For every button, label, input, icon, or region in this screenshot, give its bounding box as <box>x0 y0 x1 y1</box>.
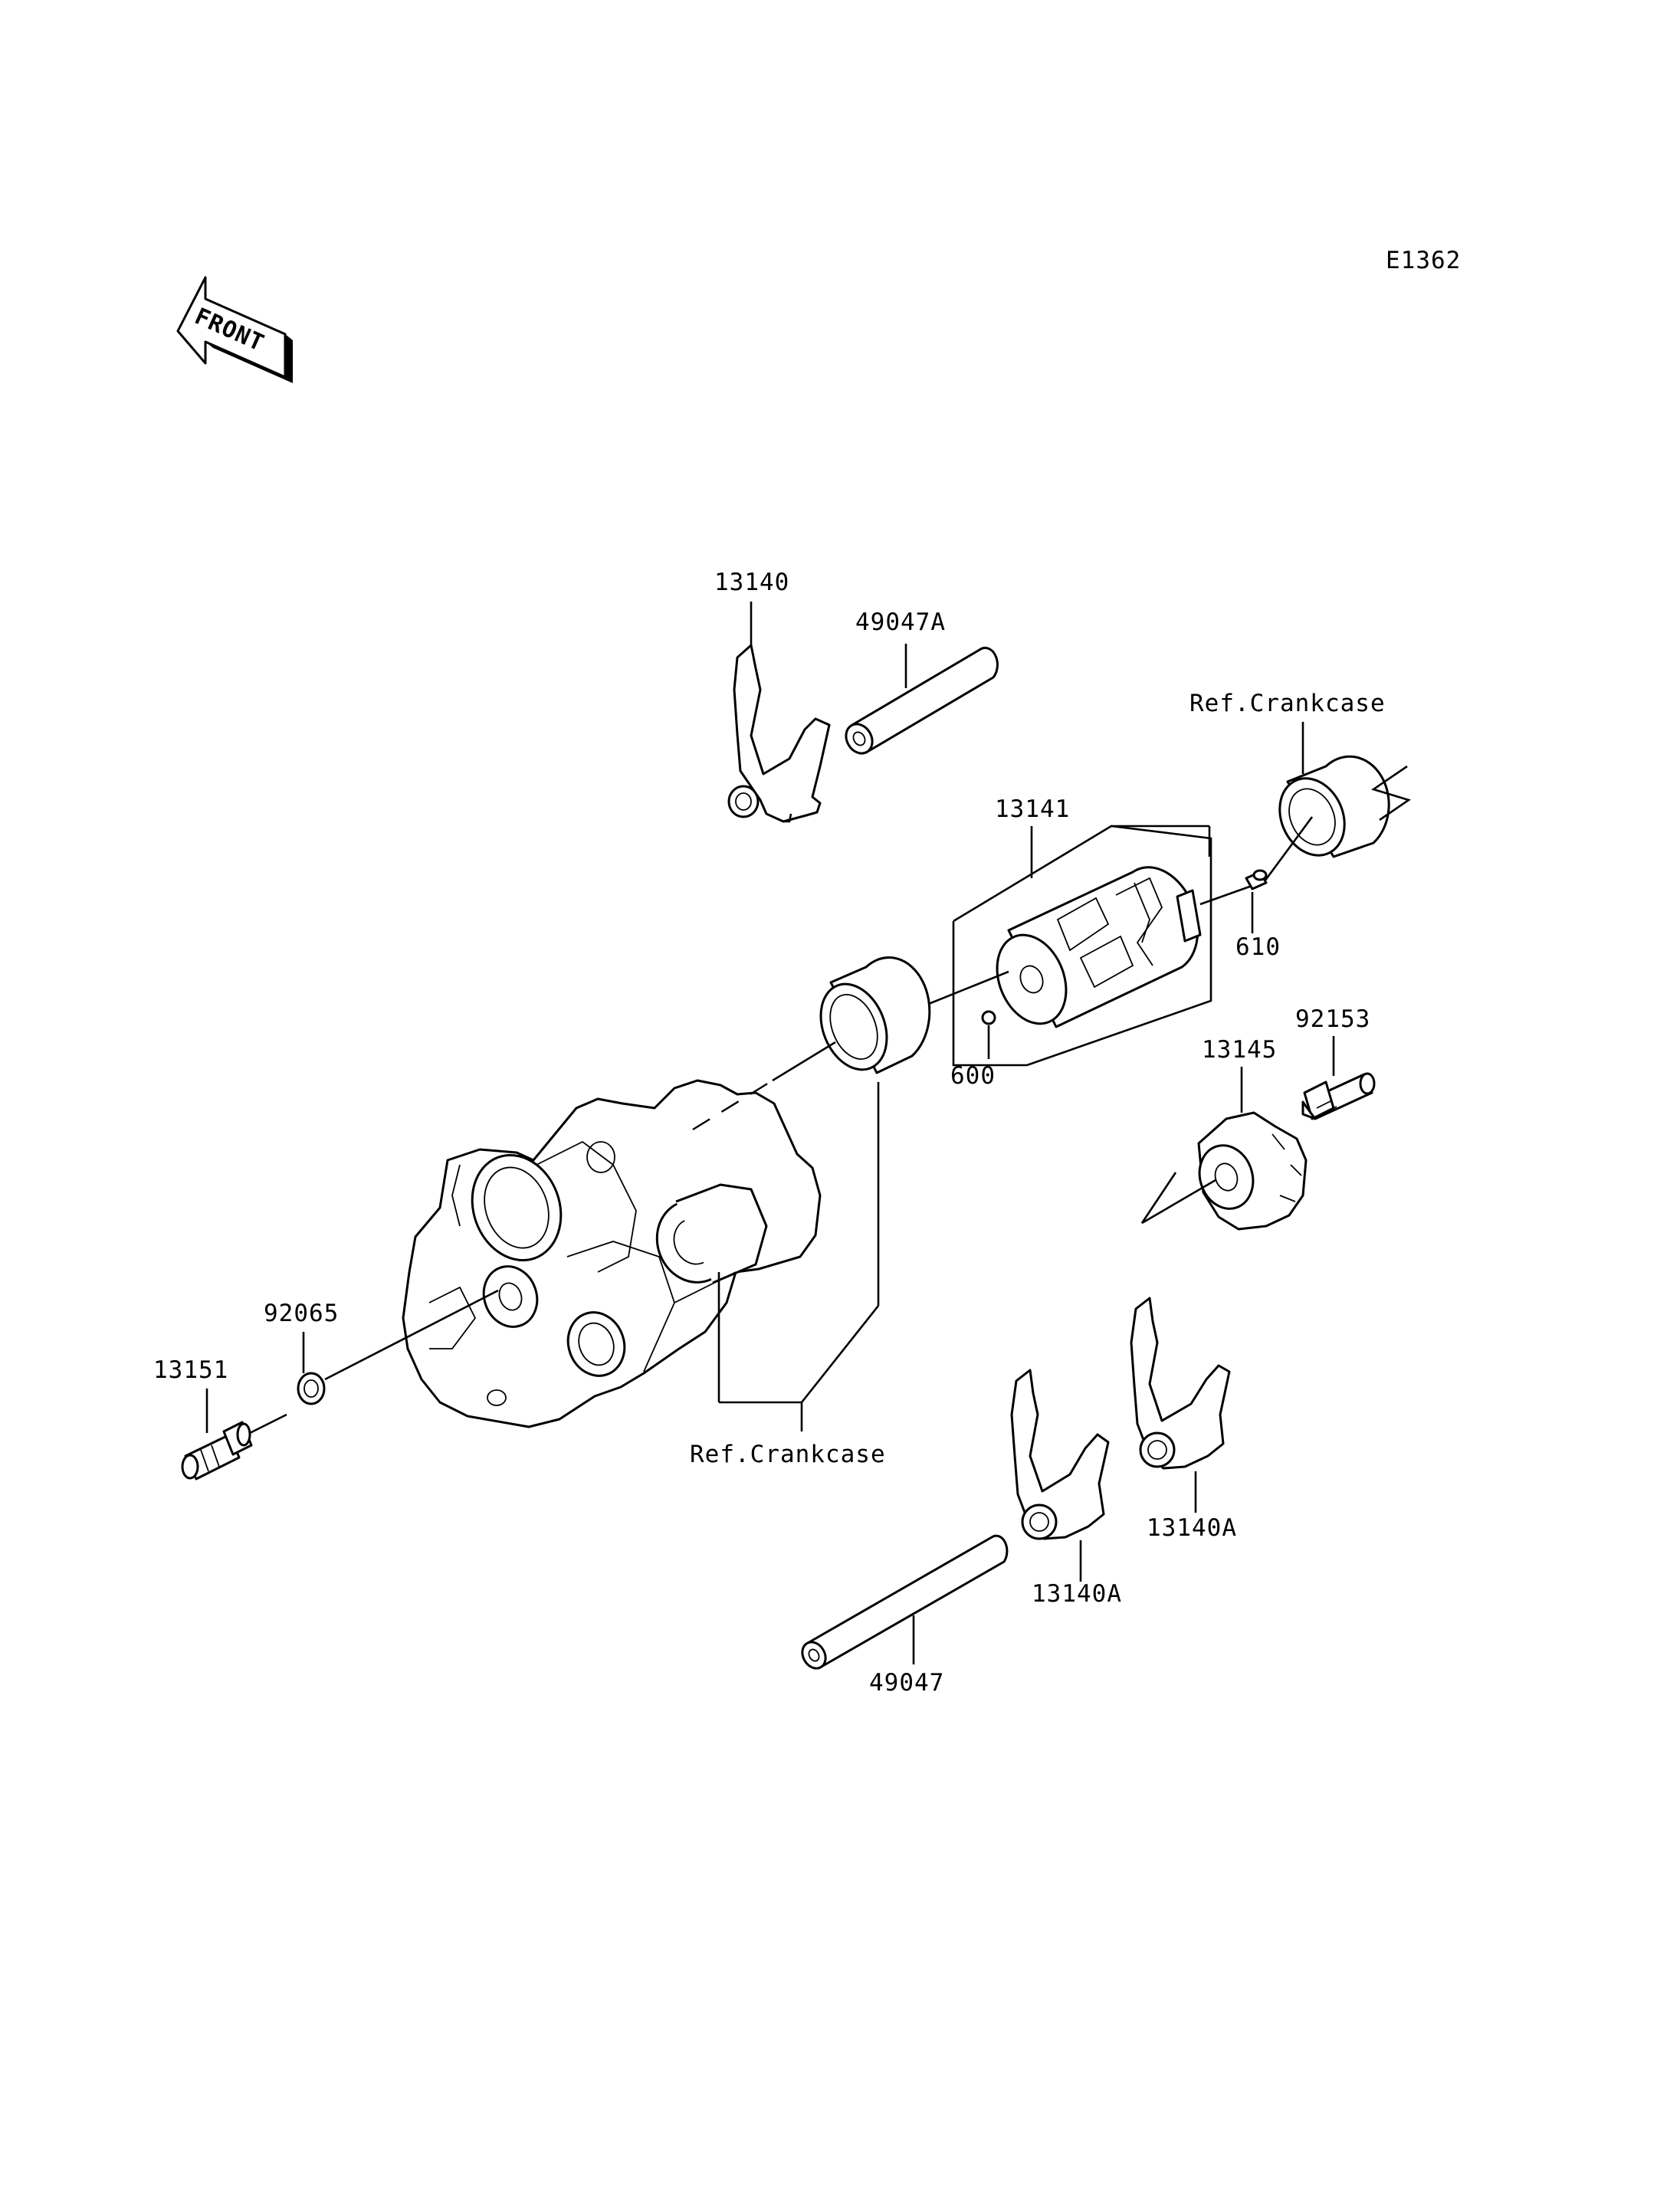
part-label-49047: 49047 <box>869 1669 944 1697</box>
part-label-13140A-right: 13140A <box>1147 1514 1237 1542</box>
part-label-13140A-left: 13140A <box>1032 1580 1122 1608</box>
neutral-switch-13151 <box>181 1421 253 1481</box>
shift-drum-13141 <box>996 866 1202 1028</box>
bearing-left <box>819 956 931 1074</box>
crankcase <box>402 1079 822 1428</box>
pin-610 <box>1245 869 1268 890</box>
part-label-610: 610 <box>1235 933 1281 961</box>
shift-rod-49047 <box>801 1534 1009 1670</box>
shift-fork-13140 <box>727 644 831 823</box>
bearing-right <box>1278 755 1390 858</box>
shift-cam-13145 <box>1197 1111 1308 1231</box>
part-label-13141: 13141 <box>995 795 1070 823</box>
part-label-13151: 13151 <box>153 1356 228 1384</box>
shift-fork-13140A-left <box>1010 1369 1110 1540</box>
bolt-92153 <box>1301 1072 1376 1120</box>
part-label-600: 600 <box>950 1062 996 1090</box>
front-arrow-icon: FRONT <box>176 276 293 383</box>
part-label-13140: 13140 <box>714 569 789 596</box>
diagram-id: E1362 <box>1386 247 1461 274</box>
washer-92065 <box>297 1372 326 1405</box>
ball-600 <box>981 1010 996 1025</box>
part-label-49047A: 49047A <box>855 608 946 636</box>
ref-crankcase-top-label: Ref.Crankcase <box>1189 690 1386 717</box>
shift-rod-49047A <box>845 646 999 755</box>
part-label-92065: 92065 <box>264 1300 339 1327</box>
part-label-13145: 13145 <box>1202 1036 1277 1064</box>
shift-fork-13140A-right <box>1130 1297 1231 1470</box>
ref-crankcase-bottom-label: Ref.Crankcase <box>690 1441 886 1468</box>
part-label-92153: 92153 <box>1295 1005 1370 1033</box>
